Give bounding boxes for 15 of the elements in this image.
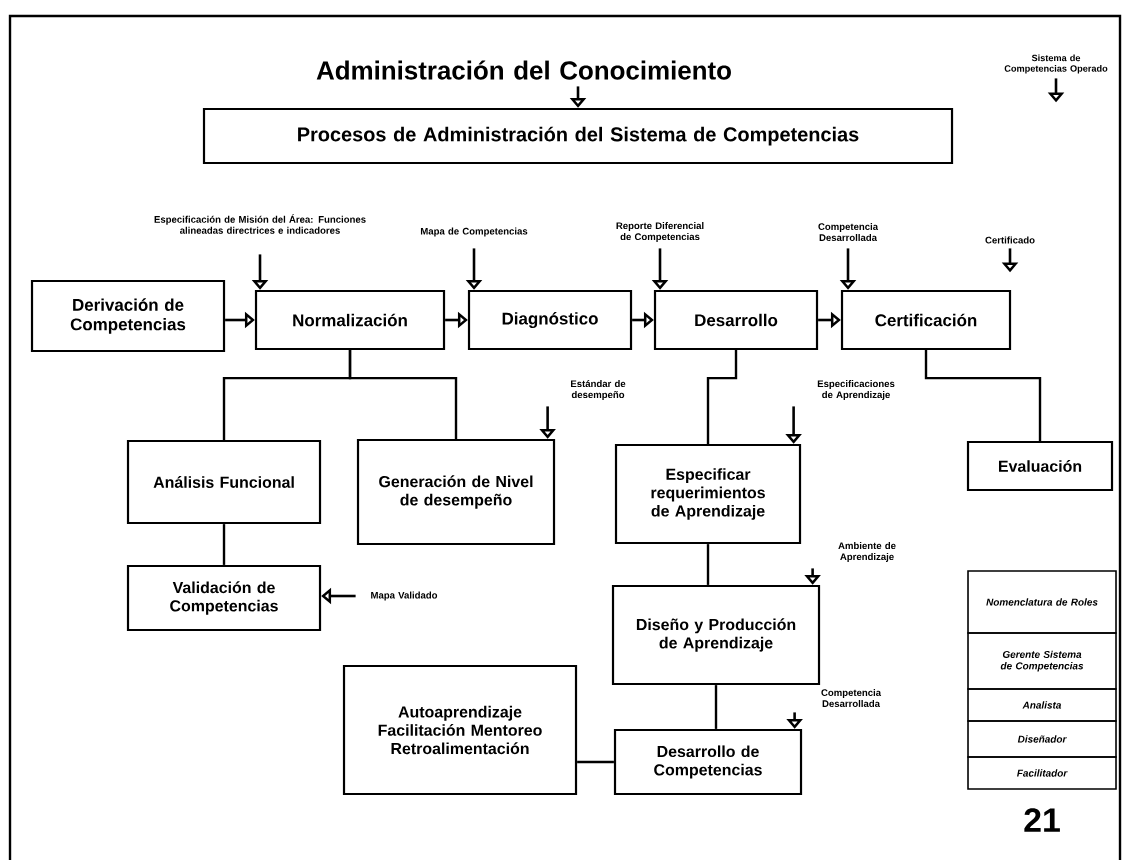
connector-line [706, 350, 738, 444]
process-box: Procesos de Administración del Sistema de Competencias [202, 107, 954, 165]
process-box: Normalización [254, 289, 446, 351]
connector-line [924, 350, 1042, 441]
process-box: Diagnóstico [467, 289, 633, 351]
connector-line [706, 544, 710, 585]
process-box: Desarrollo [653, 289, 819, 351]
diagram-title: Administración del Conocimiento [316, 60, 731, 80]
connector-line [348, 350, 458, 439]
connector-line [222, 524, 226, 565]
process-box: Certificación [840, 289, 1012, 351]
connector-line [577, 760, 614, 764]
page-number: 21 [1024, 808, 1060, 832]
connector-line [714, 685, 718, 729]
process-box: Derivación de Competencias [30, 279, 226, 353]
